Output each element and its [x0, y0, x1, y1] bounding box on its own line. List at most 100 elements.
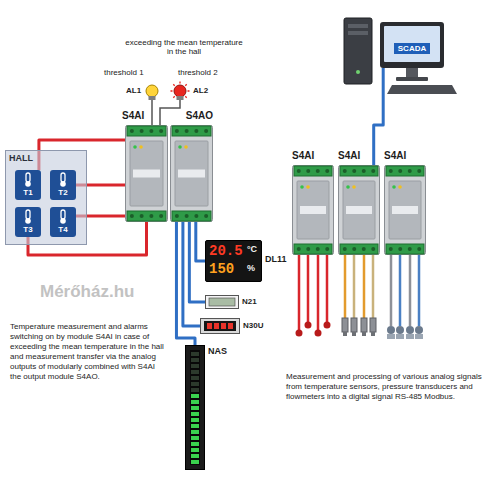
terminal-screw [306, 169, 310, 173]
computer-tower [344, 18, 372, 84]
terminal-screw [194, 129, 198, 133]
pressure-transducer [361, 318, 367, 332]
terminal-screw [130, 214, 134, 218]
bargraph-led [191, 454, 199, 458]
bar-graphic [186, 346, 204, 469]
text-slot: T1 [15, 188, 41, 197]
name-plate [346, 206, 372, 214]
terminal-screw [343, 247, 347, 251]
front-panel [343, 181, 375, 239]
terminal-screw [185, 129, 189, 133]
terminal-screw [362, 247, 366, 251]
terminal-screw [130, 129, 134, 133]
bargraph-led [191, 400, 199, 404]
text-slot: S4AI [292, 150, 314, 162]
status-led [352, 185, 356, 189]
terminal-screw [204, 214, 208, 218]
monitor-stand [396, 68, 428, 81]
digital-display: 20.5°C150%DL11 [205, 240, 262, 282]
sensor-icon [25, 181, 31, 187]
status-led [392, 185, 396, 189]
name-plate [300, 206, 326, 214]
pipe [396, 334, 404, 339]
lamp-base [149, 96, 156, 100]
drive-bay [348, 24, 368, 28]
input-module: S4AI [384, 165, 426, 255]
input-module: S4AI [292, 165, 334, 255]
terminal-screw [297, 169, 301, 173]
text-slot: HALL [9, 153, 33, 163]
module-housing [339, 166, 380, 255]
status-led [133, 145, 137, 149]
analog-output-wire [183, 222, 200, 326]
terminal-screw [408, 247, 412, 251]
bargraph-led [191, 370, 199, 374]
bargraph-led [191, 448, 199, 452]
bargraph-led [191, 394, 199, 398]
lamp-bulb [174, 85, 186, 97]
temperature-sensor: T3 [15, 207, 41, 237]
terminal-screw [297, 247, 301, 251]
flowmeter [406, 326, 414, 334]
annotation: exceeding the mean temperature in the ha… [125, 38, 243, 56]
terminal-screw [371, 169, 375, 173]
panel-meter: N21 [205, 295, 239, 309]
sensor-id: T3 [15, 225, 41, 234]
terminal-screw [343, 169, 347, 173]
monitor-screen [384, 26, 440, 62]
display-value: 150 [209, 261, 234, 277]
module-graphic [170, 125, 213, 222]
led-digit [207, 323, 212, 329]
text-slot: S4AI [338, 150, 360, 162]
terminal-block [294, 244, 332, 254]
stand-neck [406, 68, 418, 77]
status-led [398, 185, 402, 189]
thermocouple-tip [305, 322, 312, 329]
terminal-screw [140, 129, 144, 133]
bargraph-window [190, 350, 200, 465]
terminal-block [172, 211, 211, 221]
status-led [300, 185, 304, 189]
status-led [346, 185, 350, 189]
terminal-screw [398, 169, 402, 173]
drive-bay [348, 31, 368, 35]
text-slot: NAS [208, 346, 227, 356]
sensor-icon [26, 210, 30, 219]
stand-foot [396, 77, 428, 81]
pressure-transducer [342, 318, 348, 332]
analog-output-wire [189, 222, 205, 302]
alarm-lamp [146, 85, 158, 125]
hall-area: HALL T1 T2T3 T4 [5, 150, 87, 245]
sensor-id: T2 [50, 188, 76, 197]
display-unit: % [247, 263, 255, 273]
bargraph-indicator: NAS [185, 345, 205, 470]
input-module: S4AI [338, 165, 380, 255]
bargraph-led [191, 406, 199, 410]
input-module: S4AI [125, 125, 168, 222]
bargraph-led [191, 412, 199, 416]
thermocouple-tip [296, 330, 303, 337]
sensor-icon [61, 210, 65, 219]
bargraph-led [191, 436, 199, 440]
name-plate [178, 170, 205, 178]
area-name: HALL [9, 153, 33, 163]
module-graphic [338, 165, 380, 255]
bargraph-led [191, 382, 199, 386]
flowmeter [387, 326, 395, 334]
text-slot: threshold 2 [178, 68, 218, 77]
keyboard [387, 85, 457, 94]
text-slot: T4 [50, 225, 76, 234]
sensor-icon [60, 218, 66, 224]
status-led [139, 145, 143, 149]
device-name: NAS [208, 346, 227, 356]
text-slot: T3 [15, 225, 41, 234]
terminal-block [294, 166, 332, 176]
device-name: N21 [242, 297, 257, 306]
display-value: 20.5 [209, 243, 243, 259]
text-slot: % [247, 263, 255, 273]
terminal-screw [194, 214, 198, 218]
bargraph-led [191, 376, 199, 380]
pressure-transducer [351, 318, 357, 332]
